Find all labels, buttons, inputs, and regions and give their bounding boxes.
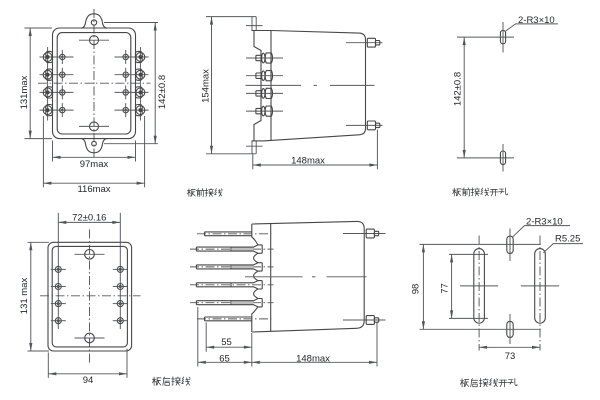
- svg-text:116max: 116max: [77, 184, 110, 195]
- svg-text:131max: 131max: [19, 75, 30, 109]
- svg-text:148max: 148max: [291, 156, 325, 167]
- svg-text:131 max: 131 max: [19, 278, 30, 315]
- svg-text:2-R3×10: 2-R3×10: [518, 15, 555, 26]
- svg-text:R5.25: R5.25: [555, 234, 580, 245]
- svg-text:77: 77: [440, 283, 451, 294]
- svg-text:148max: 148max: [296, 353, 330, 364]
- svg-text:97max: 97max: [80, 159, 109, 170]
- svg-text:65: 65: [219, 353, 230, 364]
- svg-text:55: 55: [221, 337, 232, 348]
- svg-text:72±0.16: 72±0.16: [72, 212, 106, 223]
- svg-text:2-R3×10: 2-R3×10: [526, 216, 563, 227]
- svg-text:142±0.8: 142±0.8: [157, 75, 168, 109]
- svg-text:142±0.8: 142±0.8: [453, 72, 464, 106]
- svg-text:94: 94: [83, 375, 94, 386]
- svg-text:154max: 154max: [201, 69, 212, 103]
- svg-text:98: 98: [411, 284, 422, 295]
- svg-text:73: 73: [505, 351, 516, 362]
